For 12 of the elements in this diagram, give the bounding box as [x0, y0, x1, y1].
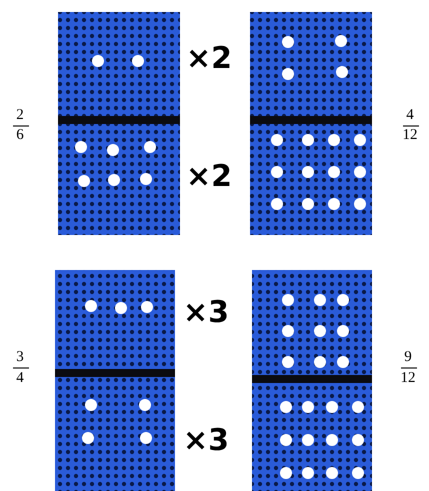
numerator: 3: [15, 350, 25, 365]
denominator: 12: [402, 128, 418, 143]
denominator: 6: [15, 128, 25, 143]
multiplier-label: ×2: [186, 42, 232, 76]
numerator: 2: [15, 108, 25, 123]
numerator: 4: [405, 108, 415, 123]
denominator: 4: [15, 371, 25, 386]
numerator: 9: [403, 350, 413, 365]
multiplier-label: ×3: [183, 424, 230, 458]
multiplier-label: ×3: [183, 296, 230, 330]
multiplier-label: ×2: [186, 160, 232, 194]
denominator: 12: [400, 371, 416, 386]
